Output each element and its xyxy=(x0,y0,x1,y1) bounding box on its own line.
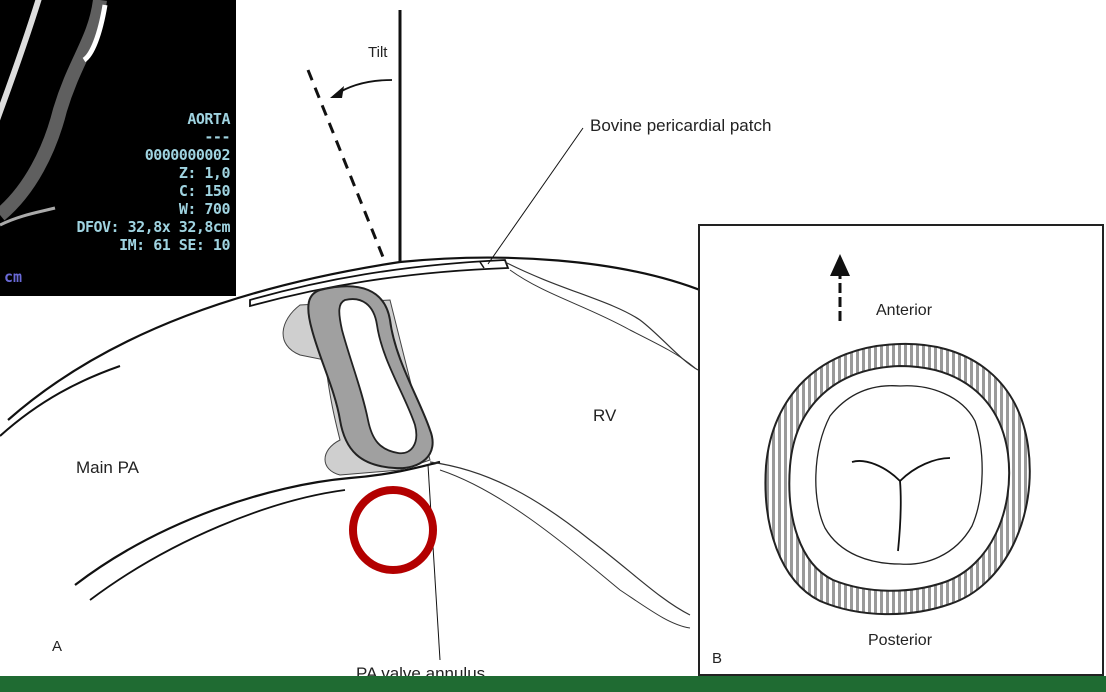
anterior-arrowhead xyxy=(830,254,850,276)
highlight-circle xyxy=(353,490,433,570)
main-pa-label: Main PA xyxy=(76,458,139,478)
rv-tissue-lower xyxy=(430,462,690,615)
patch-label: Bovine pericardial patch xyxy=(590,116,771,136)
footer-bar xyxy=(0,676,1106,692)
posterior-label: Posterior xyxy=(868,632,932,650)
inner-upper-wall xyxy=(0,366,120,436)
rv-label: RV xyxy=(593,406,616,426)
anterior-label: Anterior xyxy=(876,302,932,320)
tilt-label: Tilt xyxy=(368,44,387,61)
valve-top-view xyxy=(700,226,1102,674)
annulus-leader-line xyxy=(428,465,440,660)
lower-vessel-wall-2 xyxy=(90,490,345,600)
tilt-arrowhead xyxy=(330,86,344,98)
rv-tissue-lower-2 xyxy=(440,470,690,628)
valve-inner-ring xyxy=(789,366,1009,591)
tilted-dashed-line xyxy=(308,70,385,262)
rv-tissue-upper-2 xyxy=(510,270,695,368)
panel-a-letter: A xyxy=(52,638,62,655)
patch-leader-line xyxy=(488,128,583,264)
panel-b-letter: B xyxy=(712,650,722,667)
panel-b: Anterior Posterior B xyxy=(698,224,1104,676)
